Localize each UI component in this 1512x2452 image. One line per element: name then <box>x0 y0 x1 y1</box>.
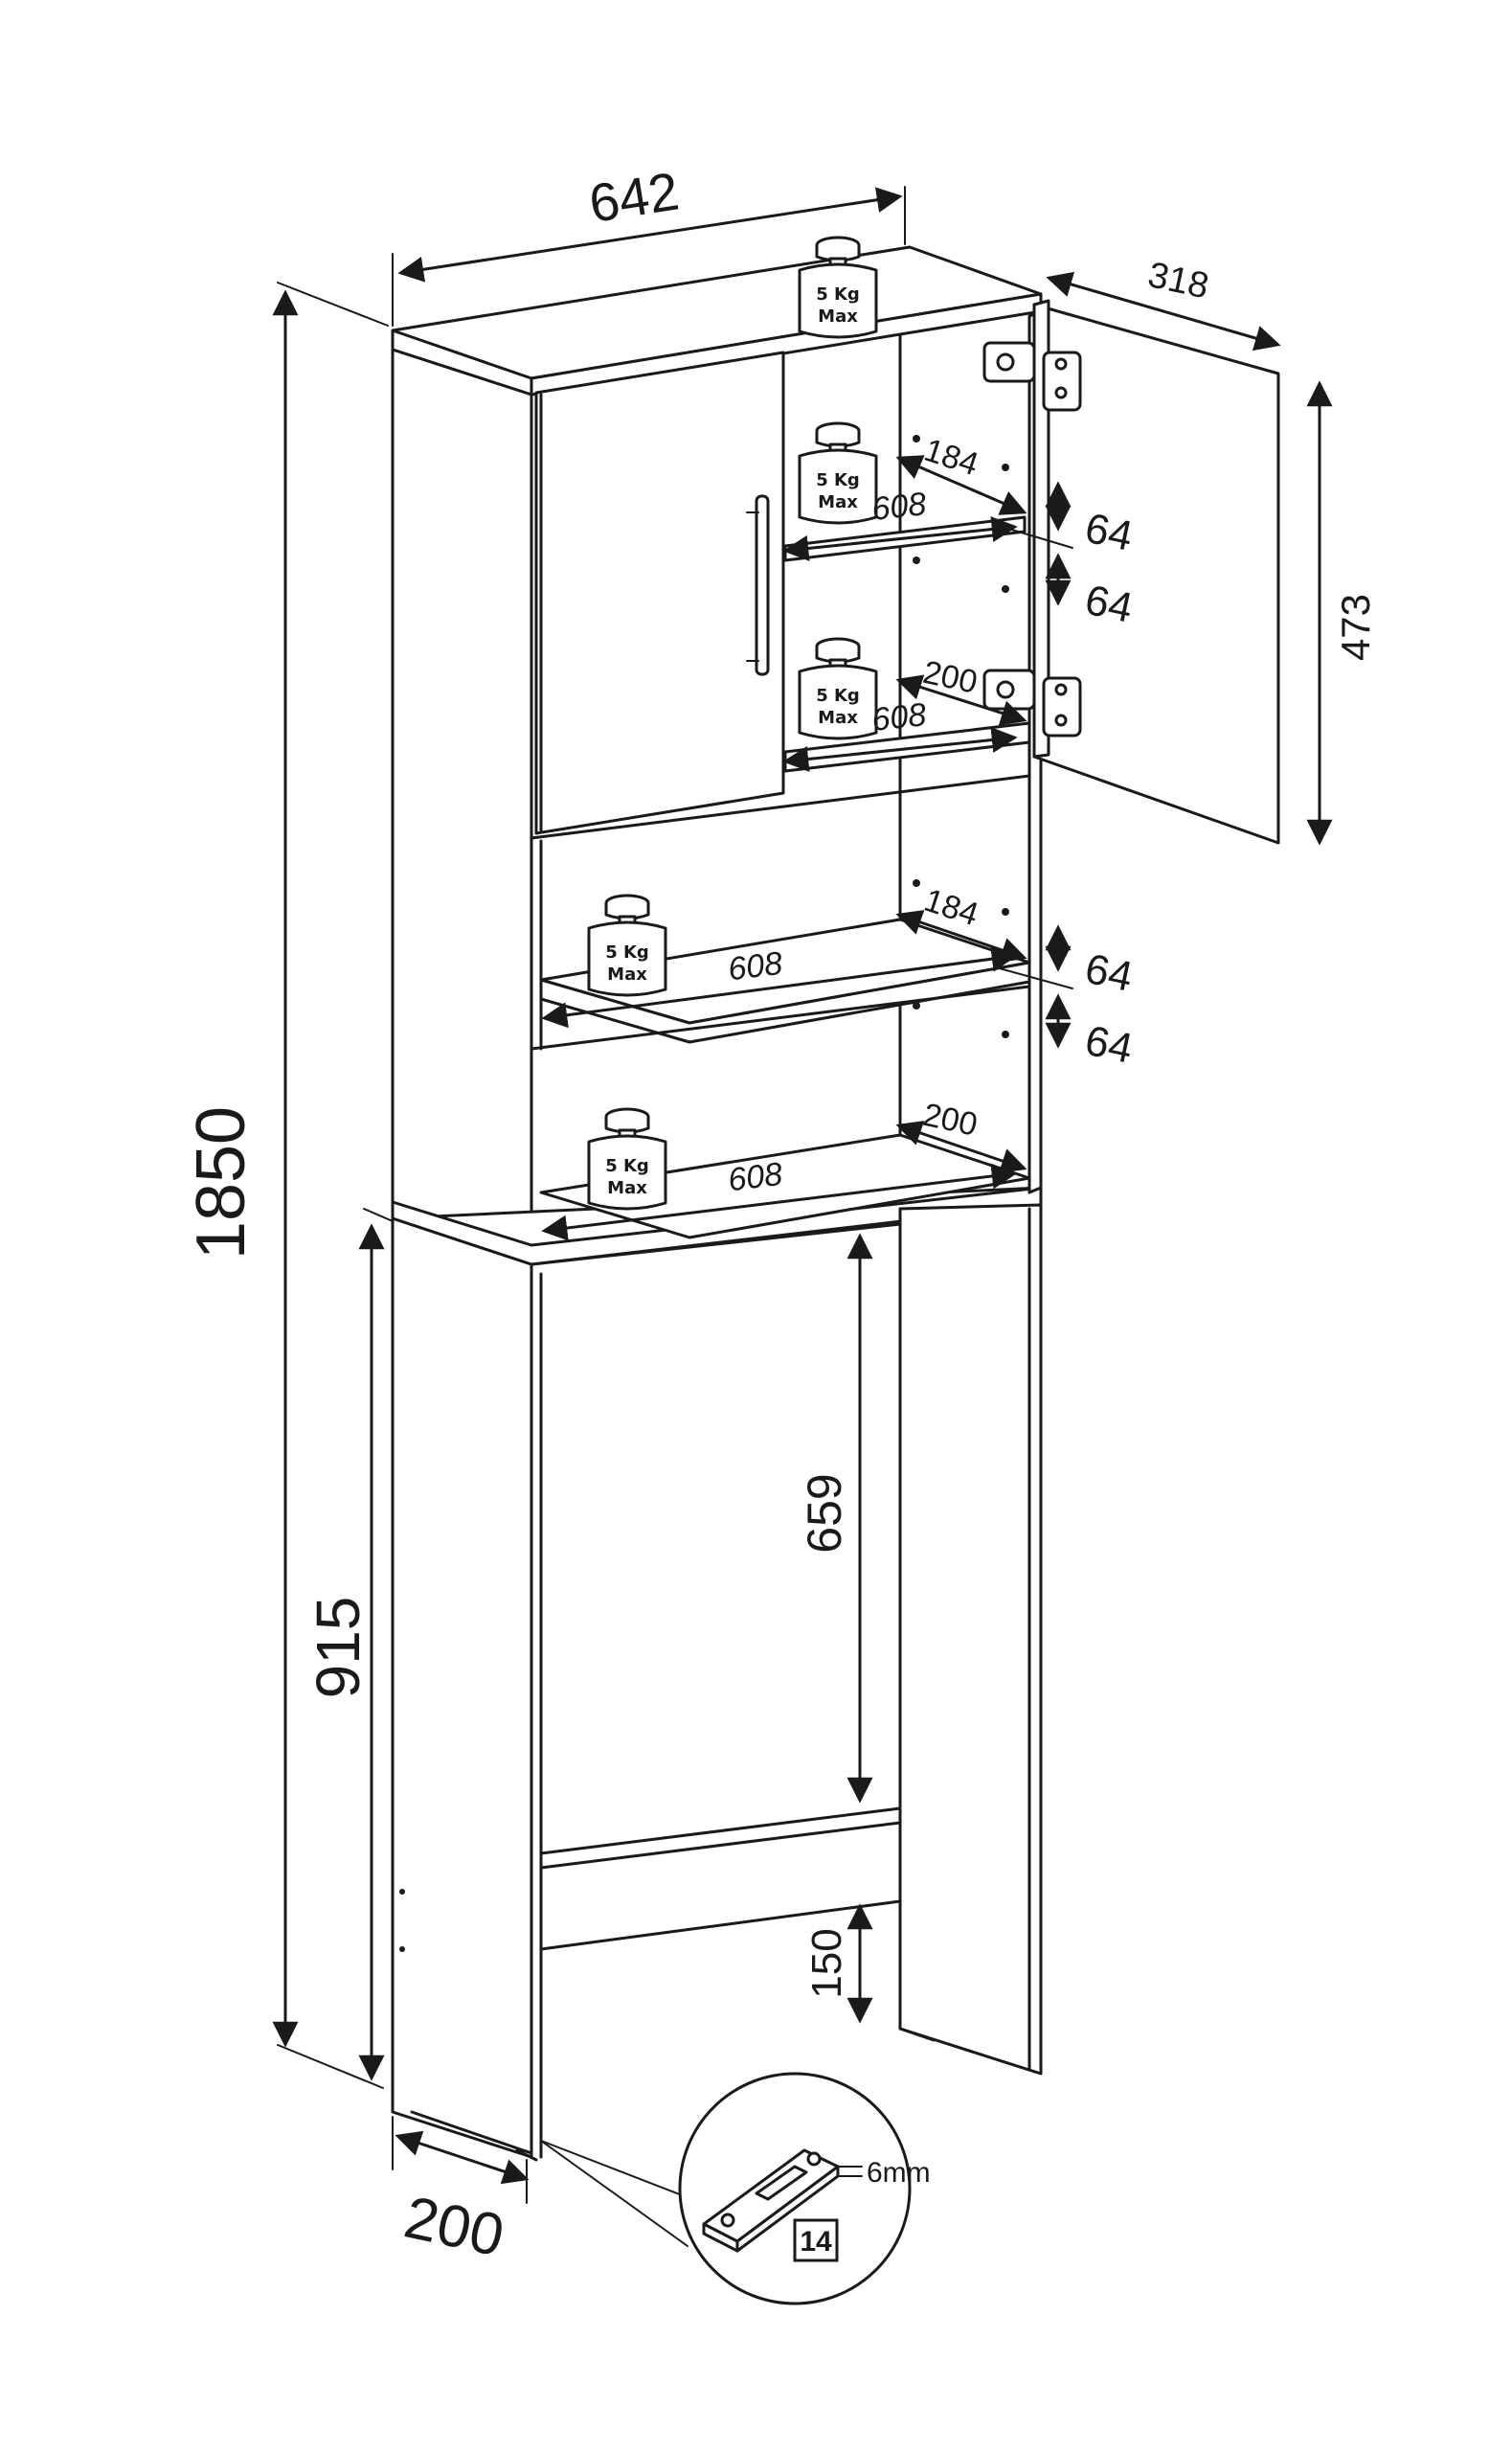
weight-icon: 5 Kg Max <box>798 421 878 525</box>
svg-text:Max: Max <box>818 306 858 327</box>
door-handle-icon <box>746 494 770 676</box>
weight-icon: 5 Kg Max <box>798 236 878 339</box>
detail-part-number: 14 <box>800 2226 832 2258</box>
dim-total-height: 1850 <box>183 1106 260 1260</box>
dim-shelf-width: 608 <box>726 1156 784 1199</box>
dim-shelf-width: 608 <box>870 696 928 738</box>
wall-bracket-icon <box>702 2148 863 2253</box>
svg-text:Max: Max <box>818 708 858 728</box>
dim-hole-spacing: 64 <box>1081 945 1137 1001</box>
dim-shelf-inset: 200 <box>920 654 981 701</box>
left-door <box>534 351 785 835</box>
svg-text:Max: Max <box>607 965 647 985</box>
dim-hole-spacing: 64 <box>1081 1017 1137 1073</box>
hinge-icon <box>982 341 1082 412</box>
weight-icon: 5 Kg Max <box>587 894 667 997</box>
dim-total-width: 642 <box>585 160 683 234</box>
dim-shelf-width: 608 <box>870 486 928 528</box>
shelf-pin-holes <box>913 435 1009 1038</box>
dim-depth: 200 <box>398 2184 509 2269</box>
dim-hole-spacing: 64 <box>1081 505 1137 560</box>
svg-text:Max: Max <box>818 492 858 512</box>
svg-text:5 Kg: 5 Kg <box>816 686 860 706</box>
svg-text:5 Kg: 5 Kg <box>816 470 860 490</box>
svg-text:5 Kg: 5 Kg <box>605 1156 649 1176</box>
dimension-lines <box>272 186 1333 2204</box>
bracket-detail-callout: 6mm 14 <box>540 2072 931 2305</box>
svg-text:Max: Max <box>607 1178 647 1198</box>
dim-bottom-rail: 150 <box>803 1928 850 1998</box>
weight-icon: 5 Kg Max <box>798 637 878 740</box>
detail-thickness: 6mm <box>867 2157 931 2189</box>
dim-door-width: 318 <box>1144 255 1212 306</box>
weight-icon: 5 Kg Max <box>587 1107 667 1211</box>
dim-hole-spacing: 64 <box>1081 577 1137 632</box>
dim-inner-opening: 659 <box>798 1473 851 1553</box>
dim-shelf-width: 608 <box>726 945 784 988</box>
dim-shelf-inset: 184 <box>920 432 983 484</box>
dim-lower-clearance: 915 <box>304 1597 372 1699</box>
dim-door-height: 473 <box>1333 594 1378 661</box>
svg-text:5 Kg: 5 Kg <box>816 284 860 305</box>
svg-text:5 Kg: 5 Kg <box>605 942 649 963</box>
